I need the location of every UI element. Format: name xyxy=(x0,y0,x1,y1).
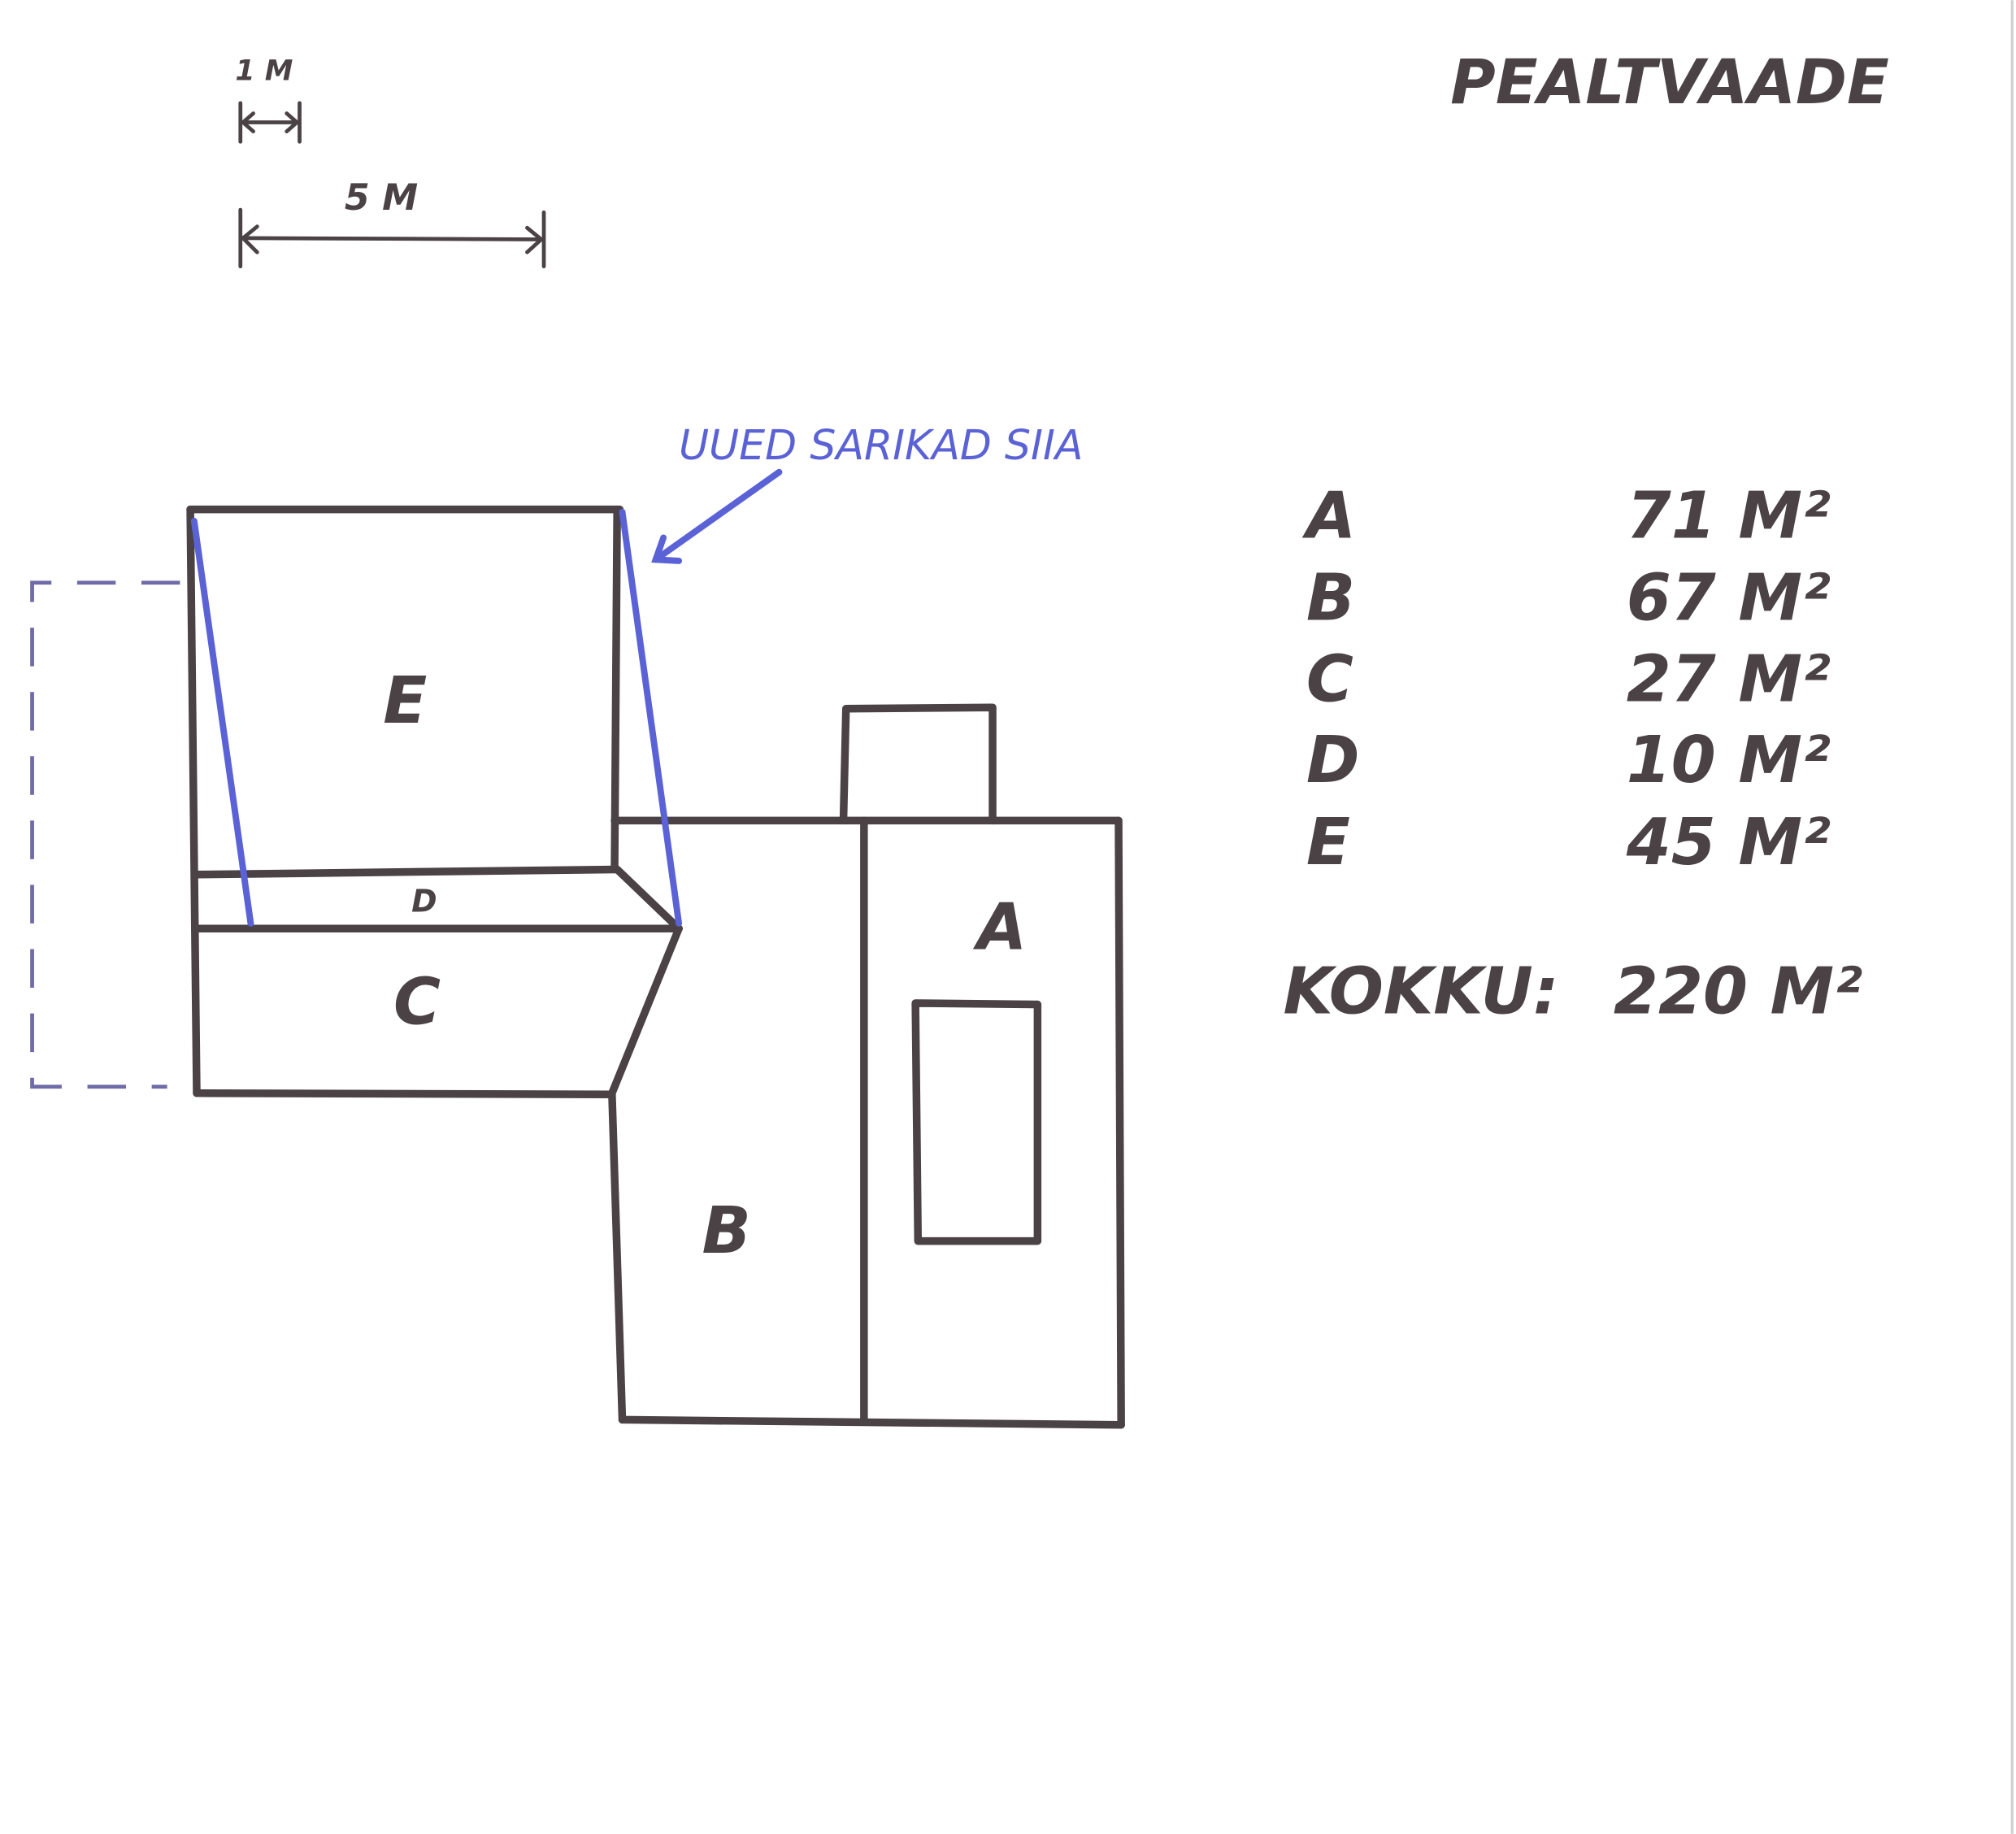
area-value: 27 M² xyxy=(1627,641,1831,716)
section-a-label: A xyxy=(972,890,1027,965)
area-value: 67 M² xyxy=(1627,561,1831,636)
area-label: C xyxy=(1306,641,1353,716)
scale-1m-label: 1 M xyxy=(235,54,293,87)
rafters-annotation: UUED SARIKAD SIIA xyxy=(679,421,1083,469)
total-label: KOKKU: xyxy=(1283,954,1558,1029)
chimney xyxy=(839,703,997,825)
scale-bar-5m: 5 M xyxy=(238,177,546,269)
area-value: 10 M² xyxy=(1627,723,1831,797)
section-c-label: C xyxy=(393,964,441,1039)
area-label: B xyxy=(1306,561,1355,636)
window-opening xyxy=(911,999,1042,1245)
area-label: D xyxy=(1306,723,1360,797)
scale-bar-1m: 1 M xyxy=(235,54,302,144)
area-label: E xyxy=(1306,805,1350,880)
area-table: A 71 M² B 67 M² C 27 M² D 10 M² E 45 M² … xyxy=(1283,478,1862,1028)
arrow-icon xyxy=(652,468,783,563)
building-outline xyxy=(186,505,1125,1429)
dashed-extension-outline xyxy=(30,580,180,1089)
section-e-label: E xyxy=(383,663,427,738)
scale-5m-label: 5 M xyxy=(345,177,418,219)
section-b-label: B xyxy=(702,1193,751,1268)
area-label: A xyxy=(1301,478,1356,553)
total-value: 220 M² xyxy=(1614,954,1862,1029)
area-value: 45 M² xyxy=(1626,805,1831,880)
section-d-label: D xyxy=(411,884,437,919)
area-value: 71 M² xyxy=(1627,478,1831,553)
new-rafters: UUED SARIKAD SIIA xyxy=(190,421,1084,927)
page-title: PEALTVAADE xyxy=(1450,46,1889,118)
